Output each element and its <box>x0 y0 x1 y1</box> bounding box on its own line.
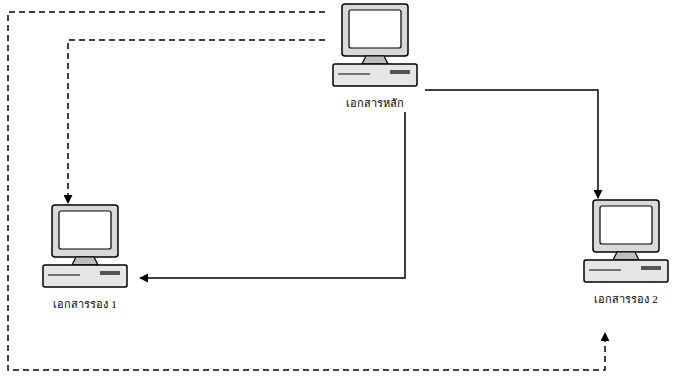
computer-icon <box>581 198 671 286</box>
node-label: เอกสารรอง 1 <box>53 295 116 313</box>
computer-node: เอกสารรอง 2 <box>578 198 674 333</box>
computer-node: เอกสารรอง 1 <box>30 203 140 333</box>
node-label: เอกสารรอง 2 <box>594 290 657 308</box>
solid-arrow <box>425 90 598 198</box>
computer-icon <box>330 2 420 90</box>
dashed-arrow <box>8 12 605 370</box>
node-label: เอกสารหลัก <box>346 94 404 112</box>
dashed-arrow <box>68 40 325 203</box>
solid-arrow <box>140 112 405 278</box>
computer-node: เอกสารหลัก <box>325 2 425 112</box>
computer-icon <box>40 203 130 291</box>
